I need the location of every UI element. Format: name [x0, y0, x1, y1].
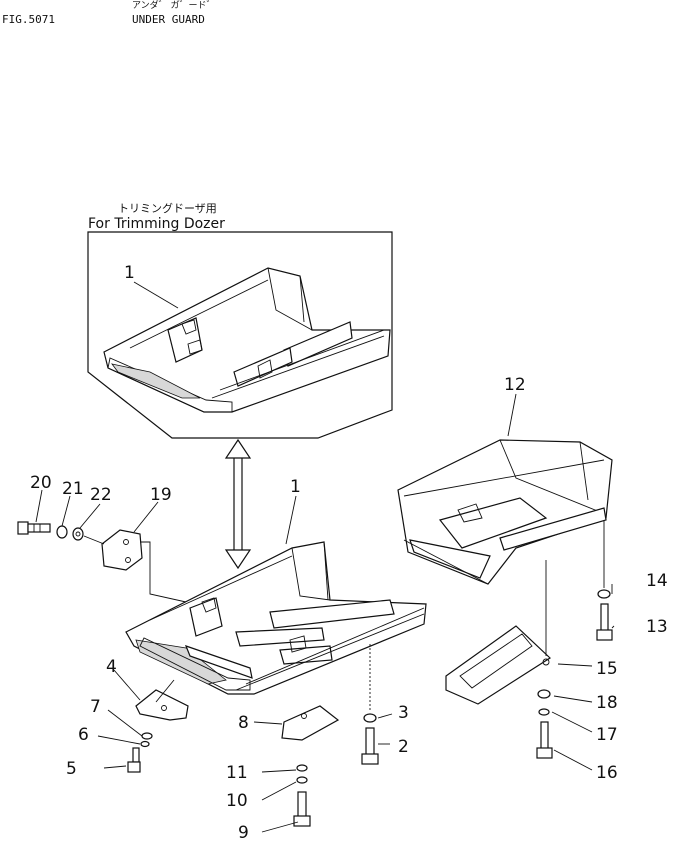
part-number-17: 17 [596, 725, 618, 745]
part-number-8: 8 [238, 713, 249, 733]
washer-part-7 [141, 732, 153, 740]
part-number-2: 2 [398, 737, 409, 757]
part-number-3: 3 [398, 703, 409, 723]
bolt-part-16 [536, 721, 553, 759]
washer-hole [75, 531, 81, 537]
title-katakana: アンダ゛ ガ゛ード゛ [132, 0, 216, 11]
bracket-hole [123, 539, 129, 545]
washer-part-21 [56, 525, 68, 539]
part-number-13: 13 [646, 617, 668, 637]
part-number-labels: 1 1 2 3 4 5 6 7 8 9 10 11 12 13 14 15 16… [30, 263, 668, 843]
bolt-part-9 [293, 791, 311, 827]
bracket-leader [140, 541, 187, 603]
washer-part-3 [363, 713, 377, 723]
page-title: UNDER GUARD [132, 13, 205, 26]
bracket-part-19 [101, 529, 143, 571]
fastener-leader [83, 535, 105, 545]
part-number-12: 12 [504, 375, 526, 395]
bolt-part-2 [361, 727, 379, 765]
plate-part-4 [135, 689, 189, 721]
bolt-part-5 [127, 747, 141, 773]
plate-hole [542, 658, 550, 666]
plate-hole [301, 713, 307, 719]
plate-hole [161, 705, 167, 711]
part-number-15: 15 [596, 659, 618, 679]
washer-part-18 [537, 689, 551, 699]
part-number-18: 18 [596, 693, 618, 713]
inset-frame [87, 231, 393, 439]
washer-part-17 [538, 708, 550, 716]
bolt-part-13 [596, 603, 613, 641]
under-guard-part-12 [397, 439, 613, 585]
plate-part-15 [445, 625, 551, 705]
part-number-16: 16 [596, 763, 618, 783]
under-guard-main [125, 541, 427, 695]
part-number-9: 9 [238, 823, 249, 843]
inset-caption-jp: トリミングドーザ用 [118, 201, 217, 215]
part-number-11: 11 [226, 763, 248, 783]
part-number-4: 4 [106, 657, 117, 677]
part-number-1-inset: 1 [124, 263, 135, 283]
part-number-20: 20 [30, 473, 52, 493]
part-number-6: 6 [78, 725, 89, 745]
part-number-10: 10 [226, 791, 248, 811]
bracket-hole [125, 557, 131, 563]
leader-lines [35, 281, 615, 833]
part-number-19: 19 [150, 485, 172, 505]
washer-part-22 [72, 527, 84, 541]
plate-rib [459, 633, 533, 689]
bolt-part-20 [17, 521, 51, 535]
double-arrow [224, 438, 252, 570]
plate-part-8 [281, 705, 340, 741]
part-number-14: 14 [646, 571, 668, 591]
inset-caption-en: For Trimming Dozer [88, 216, 225, 232]
part-number-22: 22 [90, 485, 112, 505]
washer-part-11 [296, 764, 308, 772]
washer-part-14 [597, 589, 611, 599]
part-number-1: 1 [290, 477, 301, 497]
part-number-21: 21 [62, 479, 84, 499]
part-number-5: 5 [66, 759, 77, 779]
figure-label: FIG.5071 [2, 13, 55, 26]
inset-under-guard-drawing [103, 267, 391, 413]
washer-part-6 [140, 740, 150, 748]
part-number-7: 7 [90, 697, 101, 717]
washer-part-10 [296, 776, 308, 784]
